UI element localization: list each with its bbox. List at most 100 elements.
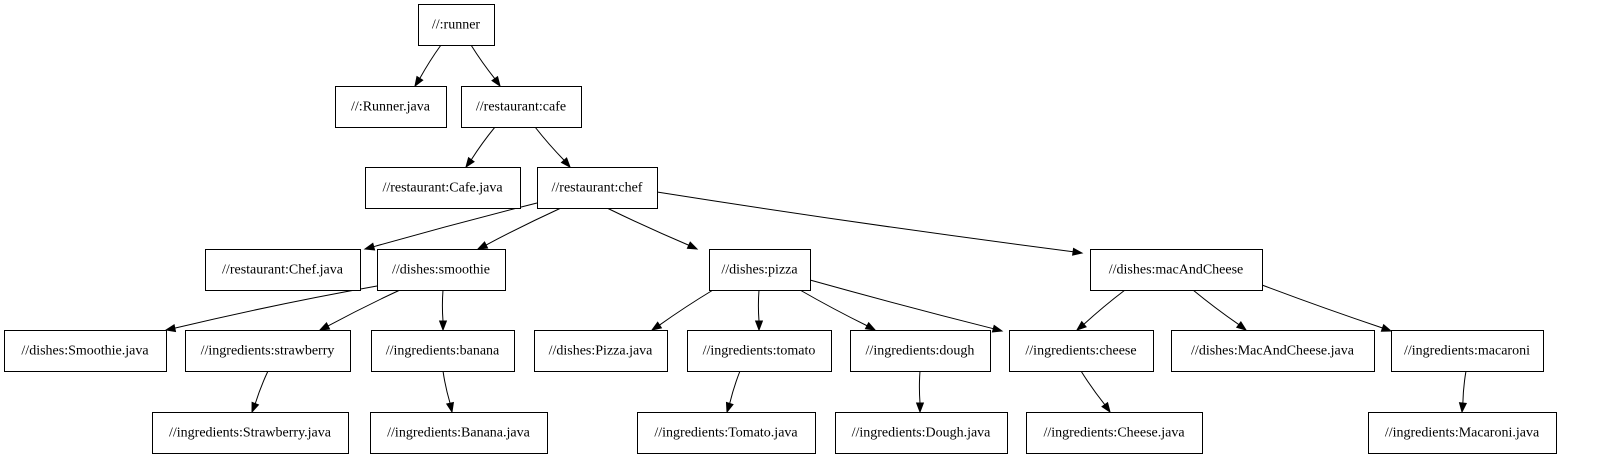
node-label: //restaurant:chef: [552, 181, 643, 196]
node-box[interactable]: [418, 4, 495, 46]
node-box[interactable]: [1391, 330, 1544, 372]
graph-edge-banana-to-banana_java: [442, 370, 454, 414]
node-box[interactable]: [371, 330, 515, 372]
node-box[interactable]: [1171, 330, 1375, 372]
graph-node-banana_java[interactable]: //ingredients:Banana.java: [370, 412, 548, 454]
graph-node-cafe[interactable]: //restaurant:cafe: [461, 86, 582, 128]
graph-edge-pizza-to-cheese: [809, 279, 1004, 333]
node-label: //dishes:Pizza.java: [549, 344, 654, 359]
edge-line: [1080, 370, 1106, 405]
graph-node-tomato_java[interactable]: //ingredients:Tomato.java: [637, 412, 816, 454]
edge-line: [809, 279, 994, 330]
edges-layer: [164, 44, 1468, 414]
node-box[interactable]: [185, 330, 351, 372]
graph-edge-macandcheese-to-macaroni: [1261, 284, 1393, 332]
node-box[interactable]: [709, 249, 811, 291]
node-label: //dishes:MacAndCheese.java: [1191, 344, 1355, 359]
graph-node-strawberry_java[interactable]: //ingredients:Strawberry.java: [152, 412, 349, 454]
node-box[interactable]: [534, 330, 668, 372]
arrowhead-icon: [1075, 320, 1087, 331]
graph-node-macandcheese[interactable]: //dishes:macAndCheese: [1090, 249, 1263, 291]
graph-edge-cafe-to-cafe_java: [465, 126, 496, 169]
node-label: //ingredients:tomato: [703, 344, 816, 359]
node-box[interactable]: [205, 249, 361, 291]
arrowhead-icon: [650, 321, 663, 331]
arrowhead-icon: [251, 401, 260, 414]
node-box[interactable]: [1009, 330, 1154, 372]
graph-edge-smoothie-to-smoothie_java: [164, 285, 378, 333]
graph-node-dough[interactable]: //ingredients:dough: [850, 330, 991, 372]
graph-edge-pizza-to-tomato: [754, 289, 764, 332]
graph-edge-tomato-to-tomato_java: [725, 370, 741, 414]
edge-line: [918, 370, 921, 404]
arrowhead-icon: [686, 241, 699, 250]
graph-node-runner[interactable]: //:runner: [418, 4, 495, 46]
graph-node-cafe_java[interactable]: //restaurant:Cafe.java: [365, 167, 521, 209]
node-box[interactable]: [637, 412, 816, 454]
node-box[interactable]: [365, 167, 521, 209]
edge-line: [441, 289, 444, 322]
node-box[interactable]: [152, 412, 349, 454]
graph-node-pizza[interactable]: //dishes:pizza: [709, 249, 811, 291]
edge-line: [419, 44, 442, 79]
edge-line: [373, 202, 538, 248]
node-label: //ingredients:Cheese.java: [1043, 426, 1185, 441]
graph-node-cheese_java[interactable]: //ingredients:Cheese.java: [1026, 412, 1203, 454]
node-box[interactable]: [1090, 249, 1263, 291]
node-label: //dishes:macAndCheese: [1109, 263, 1244, 278]
edge-line: [1261, 284, 1383, 329]
edge-line: [327, 289, 401, 327]
node-label: //dishes:Smoothie.java: [21, 344, 149, 359]
arrowhead-icon: [725, 401, 734, 414]
node-label: //ingredients:Banana.java: [387, 426, 530, 441]
graph-node-runner_java[interactable]: //:Runner.java: [335, 86, 447, 128]
graph-node-strawberry[interactable]: //ingredients:strawberry: [185, 330, 351, 372]
graph-edge-chef-to-smoothie: [476, 207, 562, 250]
arrowhead-icon: [1235, 320, 1248, 331]
node-label: //:Runner.java: [351, 100, 431, 115]
node-box[interactable]: [461, 86, 582, 128]
node-box[interactable]: [537, 167, 658, 209]
graph-edge-dough-to-dough_java: [915, 370, 925, 414]
graph-node-pizza_java[interactable]: //dishes:Pizza.java: [534, 330, 668, 372]
node-label: //ingredients:macaroni: [1404, 344, 1530, 359]
node-box[interactable]: [1026, 412, 1203, 454]
node-box[interactable]: [4, 330, 167, 372]
node-box[interactable]: [335, 86, 447, 128]
node-box[interactable]: [850, 330, 991, 372]
graph-node-macandcheese_java[interactable]: //dishes:MacAndCheese.java: [1171, 330, 1375, 372]
arrowhead-icon: [414, 75, 424, 88]
node-box[interactable]: [835, 412, 1008, 454]
arrowhead-icon: [318, 322, 331, 331]
edge-line: [470, 126, 496, 160]
graph-node-smoothie[interactable]: //dishes:smoothie: [377, 249, 506, 291]
node-box[interactable]: [1368, 412, 1557, 454]
nodes-layer: //:runner //:Runner.java //restaurant:cafe…: [4, 4, 1557, 454]
graph-node-macaroni[interactable]: //ingredients:macaroni: [1391, 330, 1544, 372]
node-box[interactable]: [370, 412, 548, 454]
edge-line: [174, 285, 378, 329]
arrowhead-icon: [915, 402, 925, 414]
node-label: //ingredients:cheese: [1025, 344, 1136, 359]
edge-line: [757, 289, 760, 322]
edge-line: [1462, 370, 1467, 404]
graph-node-tomato[interactable]: //ingredients:tomato: [687, 330, 832, 372]
graph-node-smoothie_java[interactable]: //dishes:Smoothie.java: [4, 330, 167, 372]
graph-node-macaroni_java[interactable]: //ingredients:Macaroni.java: [1368, 412, 1557, 454]
graph-node-banana[interactable]: //ingredients:banana: [371, 330, 515, 372]
edge-line: [656, 191, 1074, 253]
graph-node-dough_java[interactable]: //ingredients:Dough.java: [835, 412, 1008, 454]
node-label: //ingredients:Tomato.java: [654, 426, 798, 441]
node-box[interactable]: [377, 249, 506, 291]
edge-line: [534, 126, 565, 161]
arrowhead-icon: [1458, 402, 1468, 414]
graph-edge-cafe-to-chef: [534, 126, 571, 169]
graph-edge-macandcheese-to-macandcheese_java: [1192, 289, 1248, 331]
graph-node-chef_java[interactable]: //restaurant:Chef.java: [205, 249, 361, 291]
graph-node-cheese[interactable]: //ingredients:cheese: [1009, 330, 1154, 372]
node-box[interactable]: [687, 330, 832, 372]
arrowhead-icon: [560, 157, 571, 169]
graph-node-chef[interactable]: //restaurant:chef: [537, 167, 658, 209]
edge-line: [485, 207, 562, 246]
